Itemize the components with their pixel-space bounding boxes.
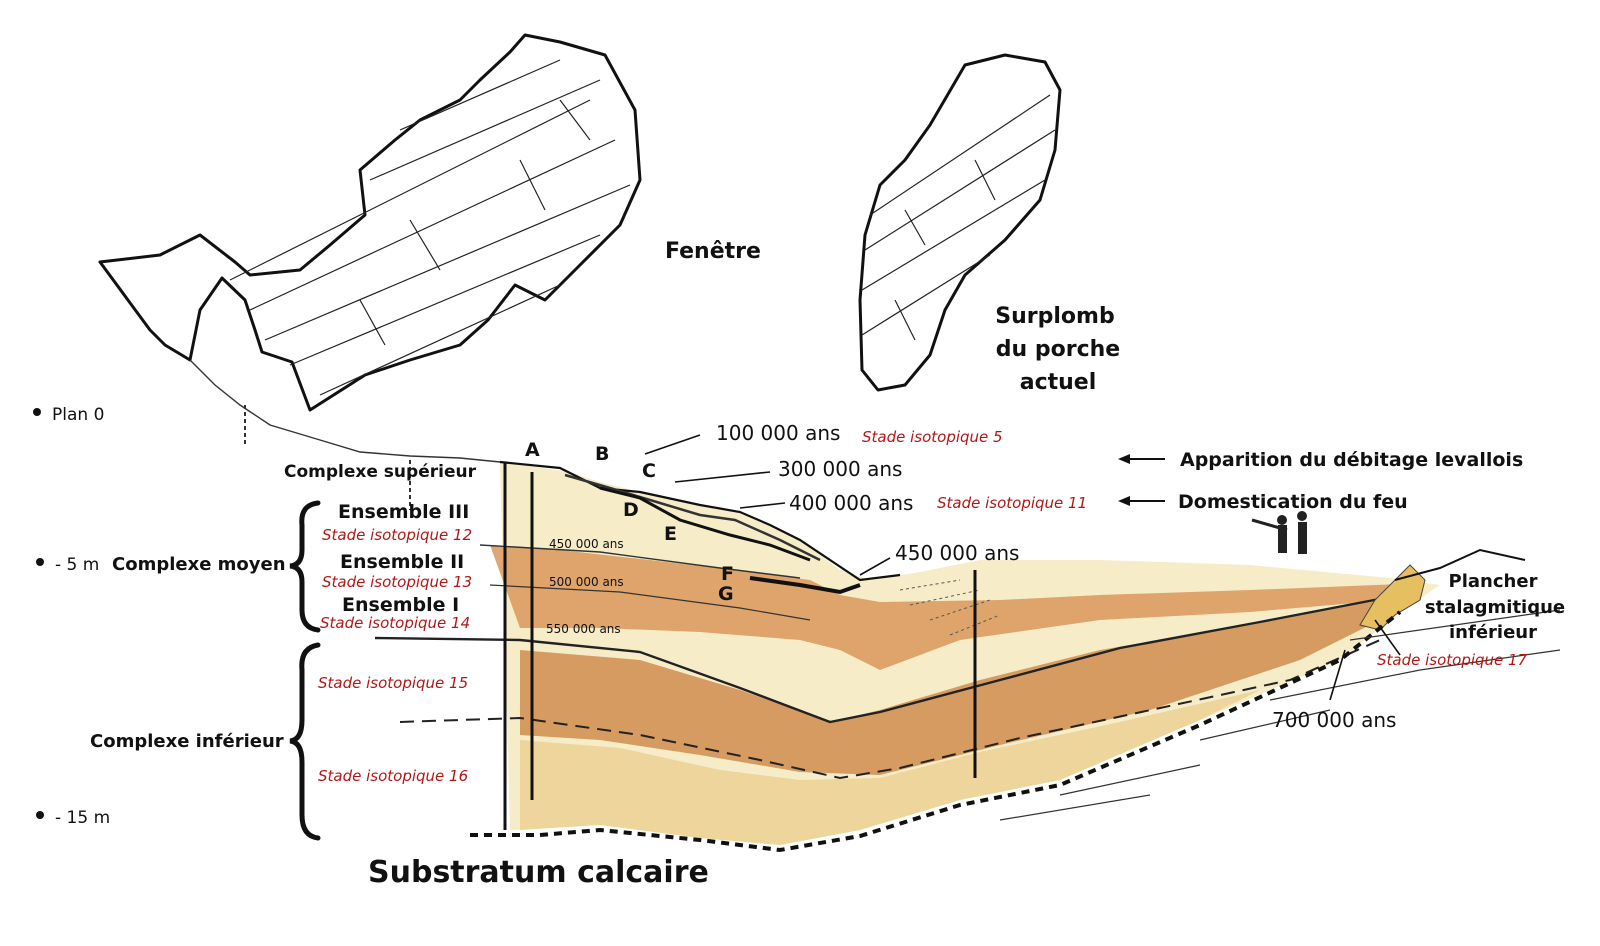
letter-e: E	[664, 523, 677, 545]
bullet-plan0	[33, 408, 41, 416]
rock-fenetre	[98, 33, 642, 510]
age-300: 300 000 ans	[778, 457, 902, 481]
label-fenetre: Fenêtre	[665, 239, 761, 264]
label-plan0: Plan 0	[52, 405, 104, 425]
stade-5: Stade isotopique 5	[862, 428, 1003, 446]
label-surplomb-1: Surplomb	[995, 304, 1114, 329]
letter-c: C	[642, 460, 656, 482]
label-complexe-inferieur: Complexe inférieur	[90, 731, 284, 752]
stade-11: Stade isotopique 11	[937, 494, 1087, 512]
letter-g: G	[718, 583, 734, 605]
age-400: 400 000 ans	[789, 491, 913, 515]
letter-d: D	[623, 499, 639, 521]
label-complexe-moyen: Complexe moyen	[112, 554, 286, 575]
age-700: 700 000 ans	[1272, 708, 1396, 732]
label-feu: Domestication du feu	[1178, 491, 1408, 513]
letter-b: B	[595, 443, 609, 465]
label-ensemble-2: Ensemble II	[340, 551, 464, 573]
human-figures	[1251, 511, 1307, 554]
rock-surplomb	[858, 53, 1062, 392]
stade-16: Stade isotopique 16	[318, 767, 468, 785]
label-complexe-superieur: Complexe supérieur	[284, 462, 477, 482]
stade-13: Stade isotopique 13	[322, 573, 472, 591]
label-surplomb-2: du porche	[996, 337, 1120, 362]
label-plancher-3: inférieur	[1449, 622, 1537, 643]
stade-17: Stade isotopique 17	[1377, 651, 1528, 669]
survey-poles	[503, 462, 977, 830]
age-500: 500 000 ans	[549, 575, 624, 589]
stade-15: Stade isotopique 15	[318, 674, 468, 692]
arrow-feu	[1118, 496, 1165, 506]
braces	[289, 500, 321, 841]
label-ensemble-1: Ensemble I	[342, 594, 459, 616]
label-minus15: - 15 m	[55, 808, 110, 828]
leader-lines	[644, 434, 1401, 701]
label-substratum: Substratum calcaire	[368, 855, 709, 890]
stade-12: Stade isotopique 12	[322, 526, 472, 544]
letter-a: A	[525, 439, 540, 461]
bullet-minus15	[36, 811, 44, 819]
bullet-minus5	[36, 558, 44, 566]
letter-f: F	[721, 563, 734, 585]
label-ensemble-3: Ensemble III	[338, 501, 469, 523]
age-450-inside: 450 000 ans	[549, 537, 624, 551]
label-plancher-1: Plancher	[1449, 571, 1538, 592]
sediment-body	[374, 460, 1561, 853]
label-surplomb-3: actuel	[1020, 370, 1097, 395]
age-100: 100 000 ans	[716, 421, 840, 445]
label-plancher-2: stalagmitique	[1425, 597, 1565, 618]
arrow-levallois	[1118, 454, 1165, 464]
age-550: 550 000 ans	[546, 622, 621, 636]
age-450-top: 450 000 ans	[895, 541, 1019, 565]
label-minus5: - 5 m	[55, 555, 99, 575]
label-levallois: Apparition du débitage levallois	[1180, 449, 1523, 471]
stade-14: Stade isotopique 14	[320, 614, 470, 632]
